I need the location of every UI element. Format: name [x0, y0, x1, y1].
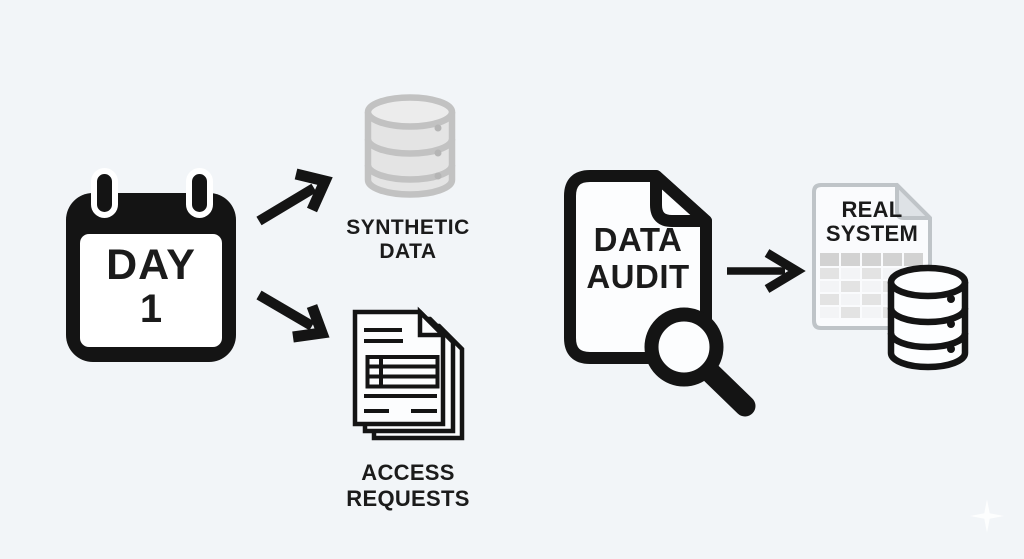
magnifier-handle	[701, 363, 756, 417]
magnifier-icon	[644, 307, 756, 417]
database-gray-top	[364, 94, 456, 130]
calendar-day-icon	[66, 168, 236, 362]
database-gray-icon	[364, 94, 456, 198]
audit-document-icon	[564, 170, 756, 417]
calendar-ring-right	[186, 168, 213, 218]
access-requests-label-line2: REQUESTS	[346, 486, 470, 511]
synthetic-data-label: SYNTHETIC DATA	[326, 216, 490, 264]
data-audit-label-line1: DATA	[593, 221, 683, 258]
documents-stack-icon	[352, 306, 465, 441]
day1-label: DAY 1	[66, 241, 236, 331]
real-system-document-dogear	[895, 183, 932, 220]
real-system-label-line1: REAL	[841, 197, 903, 222]
synthetic-data-label-line1: SYNTHETIC	[346, 216, 470, 239]
real-system-label-line2: SYSTEM	[825, 220, 919, 246]
arrow-right-icon	[727, 249, 806, 293]
calendar-ring-left	[91, 168, 118, 218]
real-system-label: REAL SYSTEM	[814, 198, 930, 245]
data-audit-label-line2: AUDIT	[586, 258, 690, 295]
magnifier-lens	[644, 307, 724, 387]
arrow-down-right-icon	[256, 290, 330, 343]
arrow-up-right-icon	[256, 168, 333, 226]
document-dogear	[417, 306, 449, 338]
audit-document-dogear	[650, 170, 712, 227]
day1-label-line2: 1	[139, 287, 163, 331]
access-requests-label: ACCESS REQUESTS	[326, 460, 490, 512]
database-black-top	[887, 264, 969, 300]
access-requests-label-line1: ACCESS	[361, 460, 455, 485]
calendar-page	[80, 234, 222, 347]
synthetic-data-label-line2: DATA	[379, 240, 437, 263]
database-black-icon	[887, 264, 969, 371]
document-content-lines	[364, 328, 440, 413]
data-audit-label: DATA AUDIT	[570, 221, 706, 295]
day1-label-line1: DAY	[106, 241, 196, 289]
